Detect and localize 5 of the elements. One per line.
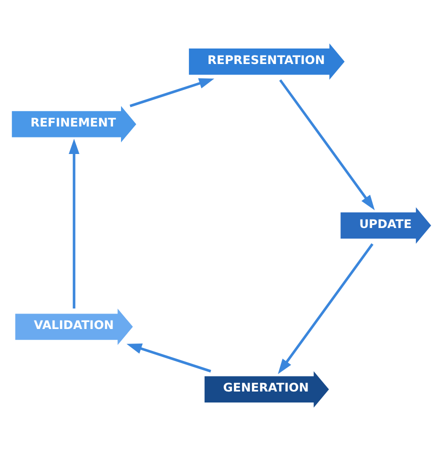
arrow bbox=[130, 78, 214, 107]
arrow bbox=[279, 78, 375, 210]
arrow bbox=[126, 343, 212, 372]
arrow bbox=[68, 138, 80, 308]
arrow bbox=[278, 242, 374, 374]
